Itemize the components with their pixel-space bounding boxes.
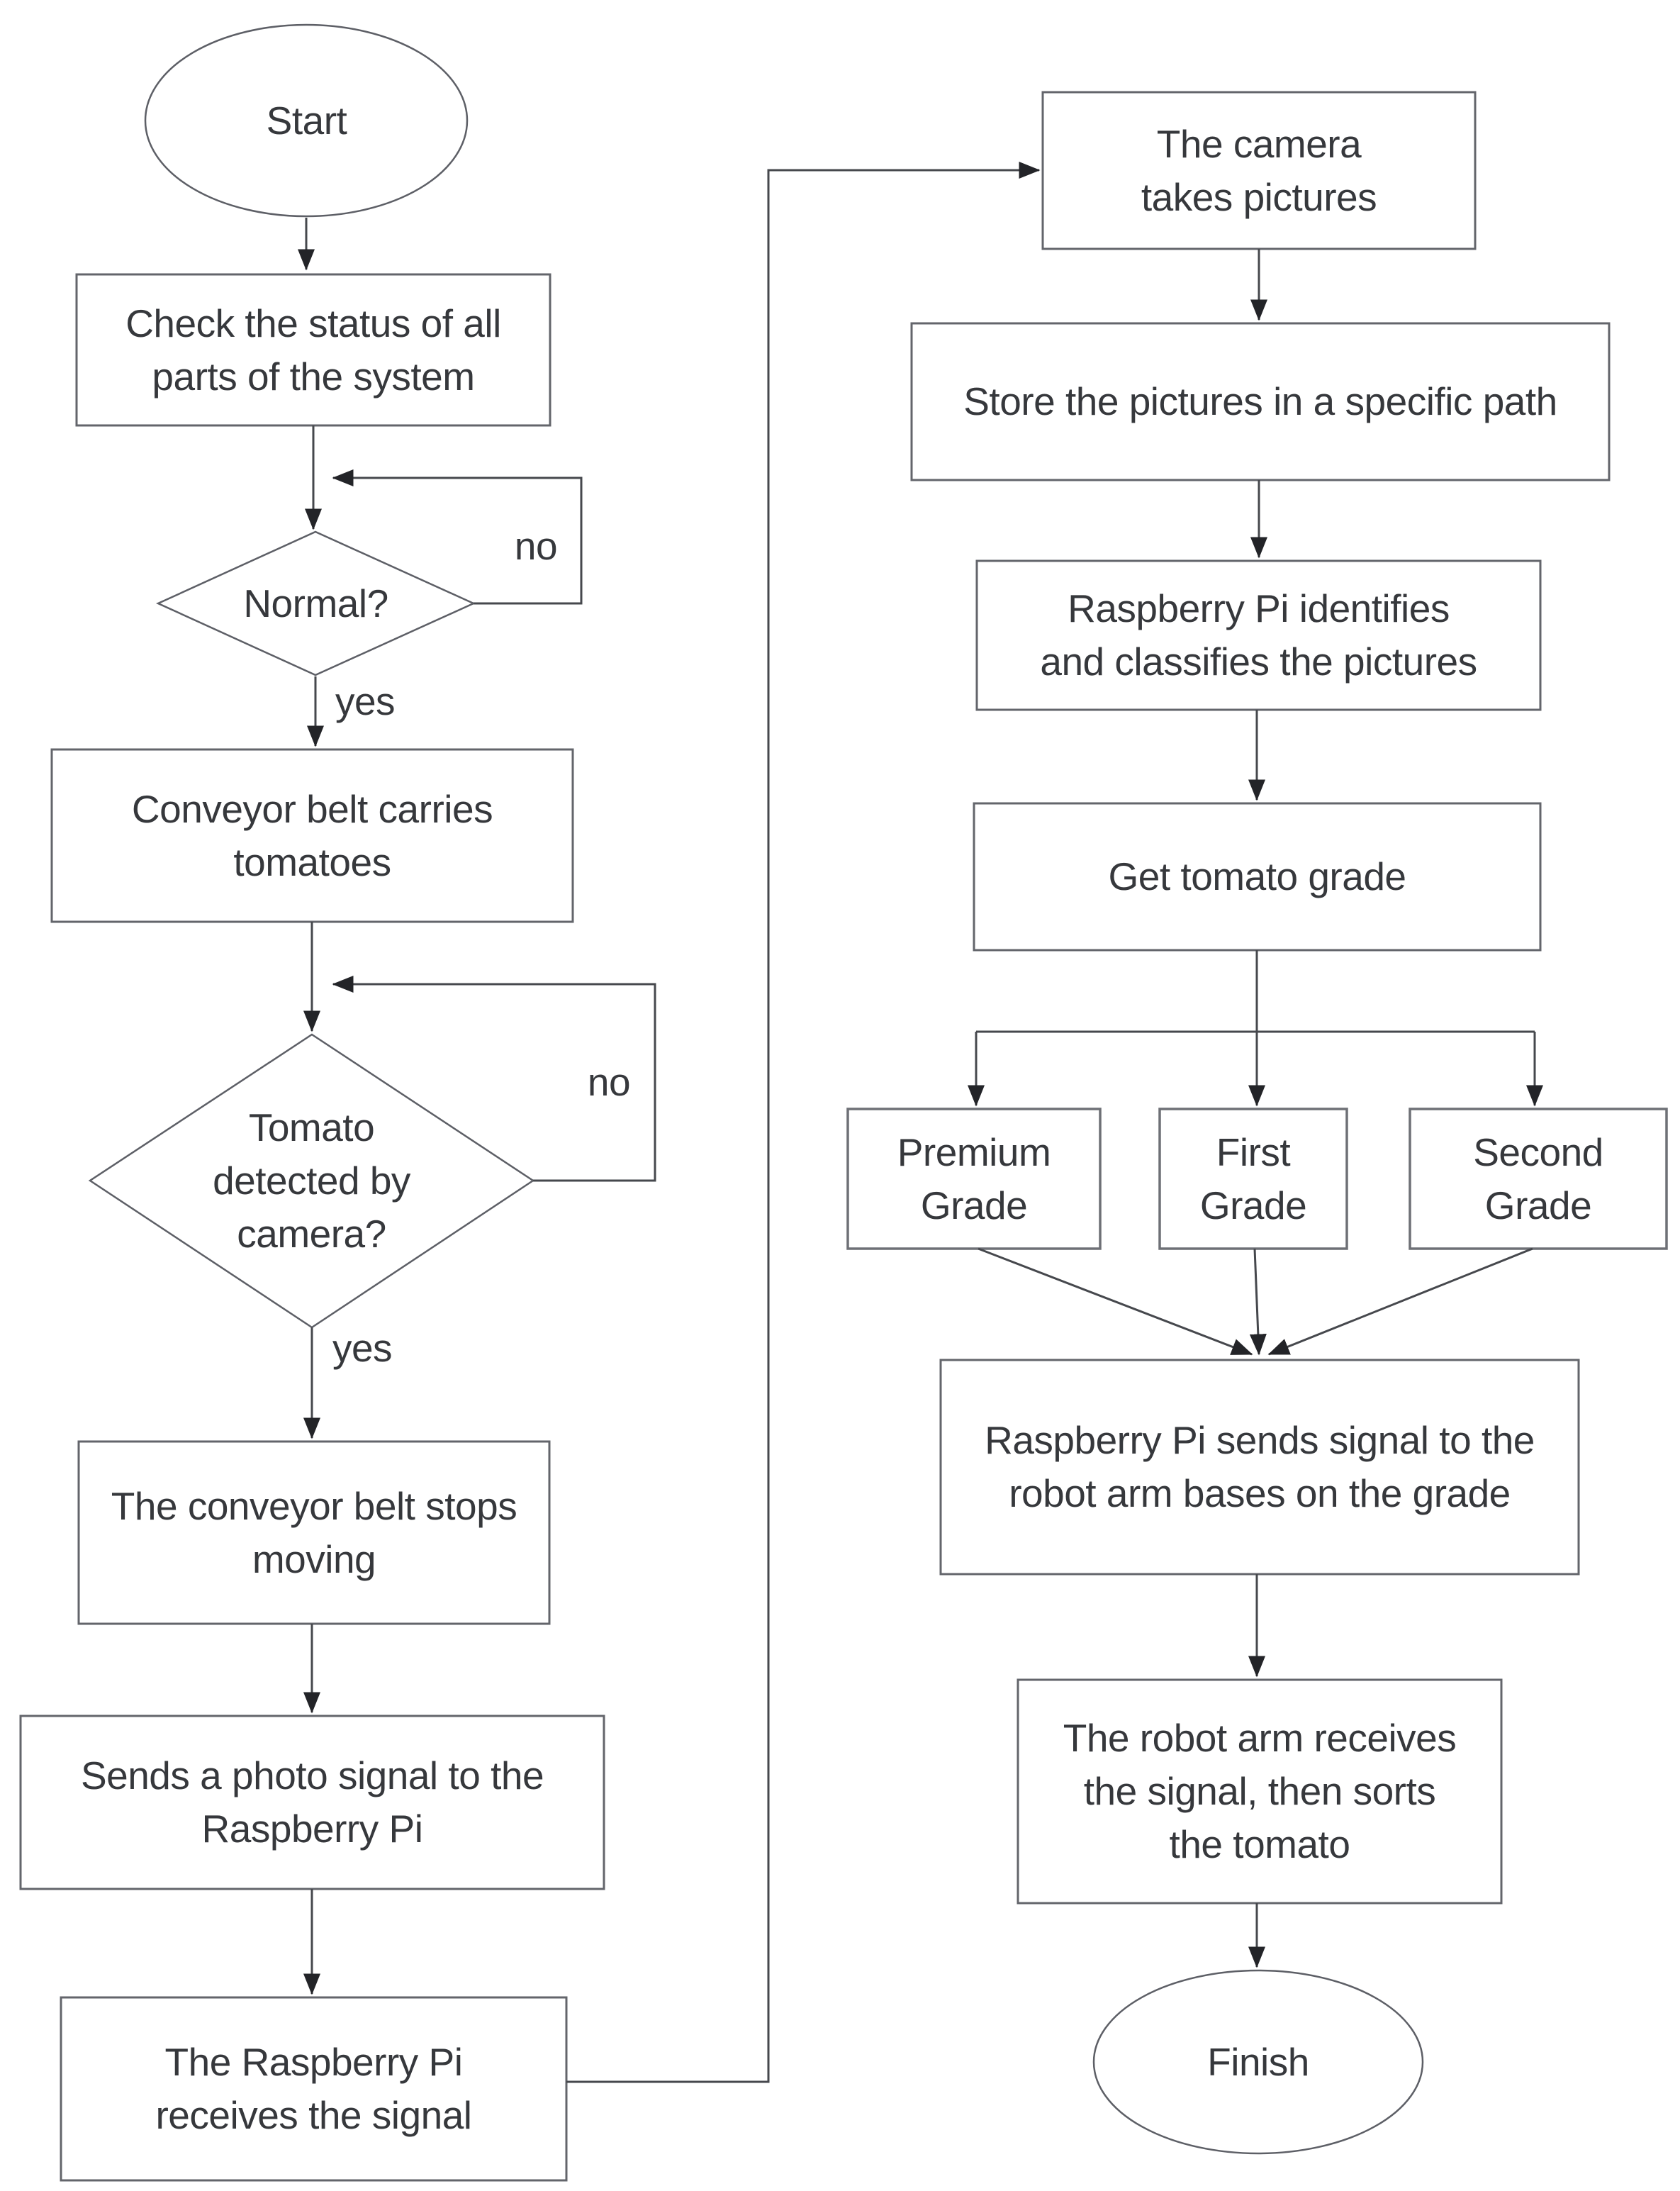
check-status-label: Check the status of all parts of the sys… <box>125 301 501 398</box>
tomato-yes-label: yes <box>332 1326 393 1371</box>
first-grade-label: First Grade <box>1199 1130 1307 1227</box>
send-photo-label: Sends a photo signal to the Raspberry Pi <box>80 1754 544 1851</box>
conveyor-carries-label: Conveyor belt carries tomatoes <box>131 786 493 884</box>
edge-premium-to-sends <box>978 1247 1253 1356</box>
edge-second-to-sends <box>1267 1247 1533 1356</box>
send-photo-box <box>19 1715 605 1890</box>
pi-identifies-label: Raspberry Pi identifies and classifies t… <box>1040 586 1477 684</box>
second-grade-box <box>1409 1108 1668 1250</box>
second-grade-label: Second Grade <box>1473 1130 1603 1227</box>
get-grade-label: Get tomato grade <box>1108 854 1406 899</box>
premium-grade-box <box>846 1108 1102 1250</box>
robot-sorts-label: The robot arm receives the signal, then … <box>1063 1716 1457 1866</box>
pi-sends-box <box>939 1359 1580 1576</box>
pi-receives-box <box>60 1996 568 2182</box>
store-pictures-label: Store the pictures in a specific path <box>963 379 1557 424</box>
first-grade-box <box>1158 1108 1348 1250</box>
edge-normal-no-loop <box>332 469 583 605</box>
start-ellipse <box>144 23 469 218</box>
camera-takes-label: The camera takes pictures <box>1141 121 1377 219</box>
store-pictures-box <box>910 322 1611 481</box>
start-label: Start <box>266 98 347 143</box>
finish-ellipse <box>1092 1969 1424 2155</box>
belt-stops-label: The conveyor belt stops moving <box>111 1483 517 1581</box>
normal-no-label: no <box>514 524 558 569</box>
tomato-no-label: no <box>587 1060 631 1105</box>
pi-identifies-box <box>975 559 1542 711</box>
pi-receives-label: The Raspberry Pi receives the signal <box>155 2040 472 2137</box>
edge-receives-to-camera <box>566 162 1041 2083</box>
finish-label: Finish <box>1207 2039 1309 2084</box>
belt-stops-box <box>77 1440 551 1625</box>
edge-tomato-no-loop <box>332 976 656 1182</box>
normal-yes-label: yes <box>335 679 396 724</box>
check-status-box <box>75 273 551 427</box>
normal-decision-diamond <box>155 530 476 676</box>
camera-takes-box <box>1041 91 1477 250</box>
premium-grade-label: Premium Grade <box>897 1130 1051 1227</box>
pi-sends-label: Raspberry Pi sends signal to the robot a… <box>985 1418 1535 1515</box>
tomato-detected-label: Tomato detected by camera? <box>213 1105 410 1256</box>
get-grade-box <box>973 802 1542 952</box>
normal-decision-label: Normal? <box>243 581 388 625</box>
edge-first-to-sends <box>1249 1248 1267 1356</box>
robot-sorts-box <box>1017 1678 1503 1905</box>
